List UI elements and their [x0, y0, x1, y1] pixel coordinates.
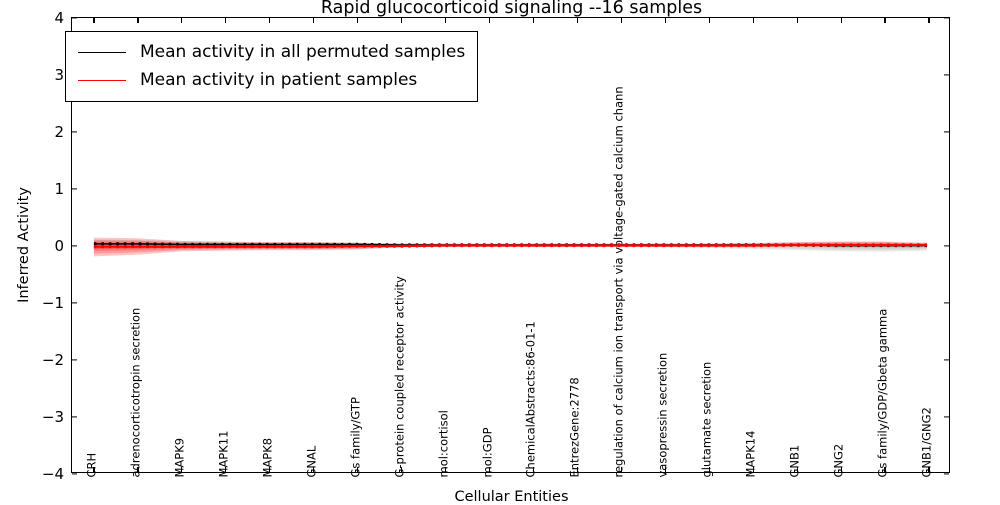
y-tick-mark — [72, 416, 77, 418]
x-tick-mark — [576, 467, 578, 472]
y-tick-mark — [72, 17, 77, 19]
x-tick-mark — [708, 18, 710, 23]
x-tick-mark — [137, 18, 139, 23]
x-axis-label: Cellular Entities — [454, 489, 569, 505]
x-tick-mark — [708, 467, 710, 472]
y-tick-label: 0 — [54, 237, 64, 255]
x-tick-mark — [313, 467, 315, 472]
legend-item: Mean activity in all permuted samples — [78, 38, 465, 66]
x-tick-mark — [357, 18, 359, 23]
y-tick-mark — [944, 359, 949, 361]
legend-label: Mean activity in all permuted samples — [140, 42, 466, 62]
y-tick-mark — [944, 416, 949, 418]
x-tick-mark — [137, 467, 139, 472]
y-tick-label: 1 — [54, 180, 64, 198]
confidence-band — [93, 240, 928, 254]
y-tick-label: 3 — [54, 66, 64, 84]
series-line — [93, 244, 928, 248]
series-layer — [93, 237, 928, 257]
y-tick-mark — [944, 74, 949, 76]
chart-title: Rapid glucocorticoid signaling --16 samp… — [320, 0, 703, 18]
y-tick-mark — [944, 302, 949, 304]
y-tick-label: −4 — [41, 465, 64, 483]
x-tick-mark — [576, 18, 578, 23]
y-tick-mark — [944, 245, 949, 247]
x-tick-mark — [928, 18, 930, 23]
x-tick-mark — [840, 467, 842, 472]
x-tick-mark — [884, 467, 886, 472]
y-tick-mark — [944, 473, 949, 475]
y-tick-mark — [944, 17, 949, 19]
x-tick-mark — [532, 467, 535, 472]
y-axis-label-text: Inferred Activity — [16, 187, 32, 303]
y-tick-label: −1 — [41, 294, 64, 312]
y-tick-label: −3 — [41, 408, 64, 426]
plot-axes: Rapid glucocorticoid signaling --16 samp… — [16, 0, 950, 505]
x-tick-mark — [357, 467, 359, 472]
confidence-band — [93, 237, 928, 257]
x-tick-mark — [752, 467, 754, 472]
x-tick-mark — [401, 467, 403, 472]
y-tick-label: 2 — [54, 123, 64, 141]
legend-label: Mean activity in patient samples — [140, 70, 418, 90]
y-tick-mark — [72, 302, 77, 304]
legend-line-swatch — [78, 51, 126, 53]
x-tick-mark — [181, 18, 183, 23]
legend-item: Mean activity in patient samples — [78, 66, 465, 94]
x-tick-mark — [488, 467, 491, 472]
x-tick-mark — [269, 467, 271, 472]
x-tick-mark — [269, 18, 271, 23]
y-tick-mark — [72, 359, 77, 361]
x-tick-mark — [664, 467, 666, 472]
y-tick-mark — [72, 245, 77, 247]
y-tick-mark — [944, 131, 949, 133]
y-tick-mark — [944, 188, 949, 190]
y-tick-mark — [72, 131, 77, 133]
legend-line-swatch — [78, 79, 126, 81]
x-tick-mark — [620, 467, 622, 472]
x-tick-mark — [796, 18, 798, 23]
plot-area — [72, 18, 949, 472]
x-tick-mark — [93, 467, 95, 472]
x-tick-mark — [93, 18, 95, 23]
x-tick-mark — [225, 467, 227, 472]
y-tick-label: −2 — [41, 351, 64, 369]
x-tick-mark — [752, 18, 754, 23]
x-tick-mark — [181, 467, 183, 472]
x-tick-mark — [664, 18, 666, 23]
x-tick-mark — [401, 18, 403, 23]
x-tick-mark — [532, 18, 535, 23]
y-tick-label: 4 — [54, 9, 64, 27]
x-tick-mark — [840, 18, 842, 23]
x-tick-mark — [488, 18, 491, 23]
y-tick-mark — [72, 188, 77, 190]
x-tick-mark — [444, 467, 447, 472]
x-tick-mark — [620, 18, 622, 23]
x-tick-mark — [796, 467, 798, 472]
x-tick-mark — [225, 18, 227, 23]
y-axis-label: Inferred Activity — [16, 129, 32, 303]
x-tick-mark — [884, 18, 886, 23]
x-tick-mark — [313, 18, 315, 23]
x-tick-mark — [928, 467, 930, 472]
x-tick-mark — [444, 18, 447, 23]
chart-legend: Mean activity in all permuted samples Me… — [65, 31, 479, 102]
y-tick-mark — [72, 473, 77, 475]
